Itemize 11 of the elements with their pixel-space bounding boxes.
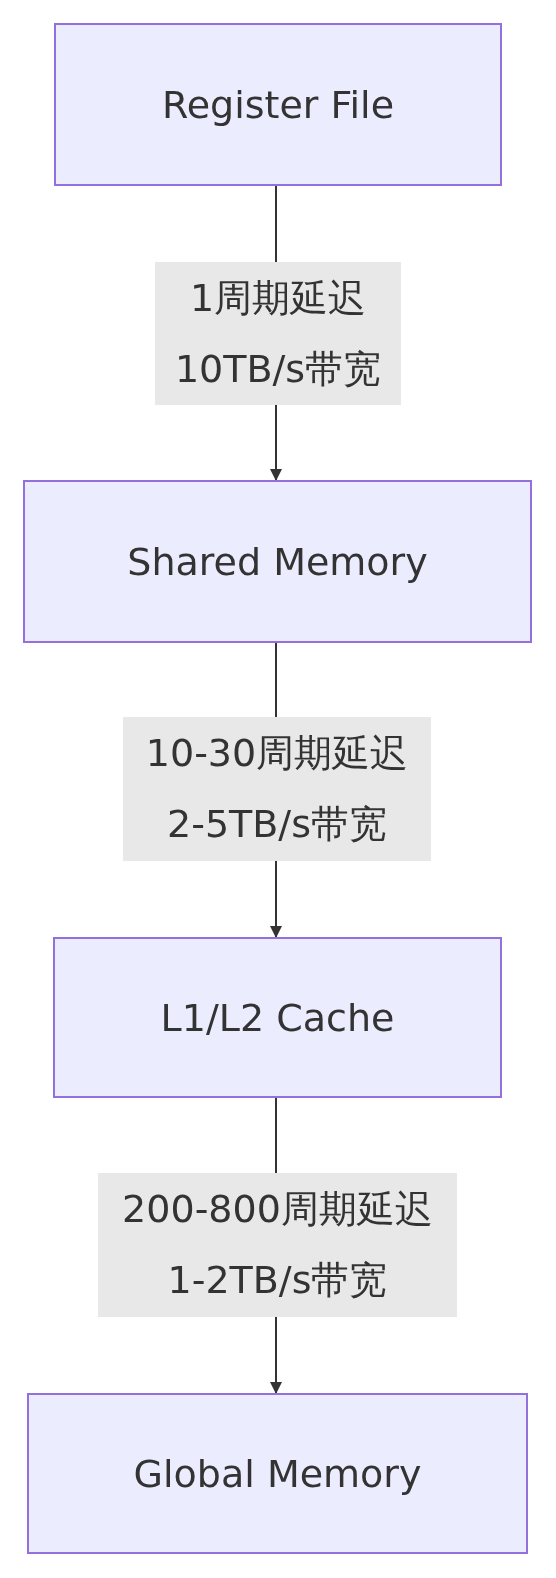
- node-label: Global Memory: [133, 1451, 422, 1496]
- edge-label: 1周期延迟 10TB/s带宽: [155, 262, 401, 405]
- process-box: [27, 1393, 528, 1554]
- node-label: Shared Memory: [127, 539, 428, 584]
- edge-label: 10-30周期延迟 2-5TB/s带宽: [123, 717, 431, 861]
- edge-label: 200-800周期延迟 1-2TB/s带宽: [98, 1173, 457, 1317]
- node-label: Register File: [161, 82, 395, 127]
- process-box: [23, 480, 532, 643]
- node-label: L1/L2 Cache: [160, 995, 395, 1040]
- process-box: [53, 937, 502, 1098]
- process-box: [54, 23, 502, 186]
